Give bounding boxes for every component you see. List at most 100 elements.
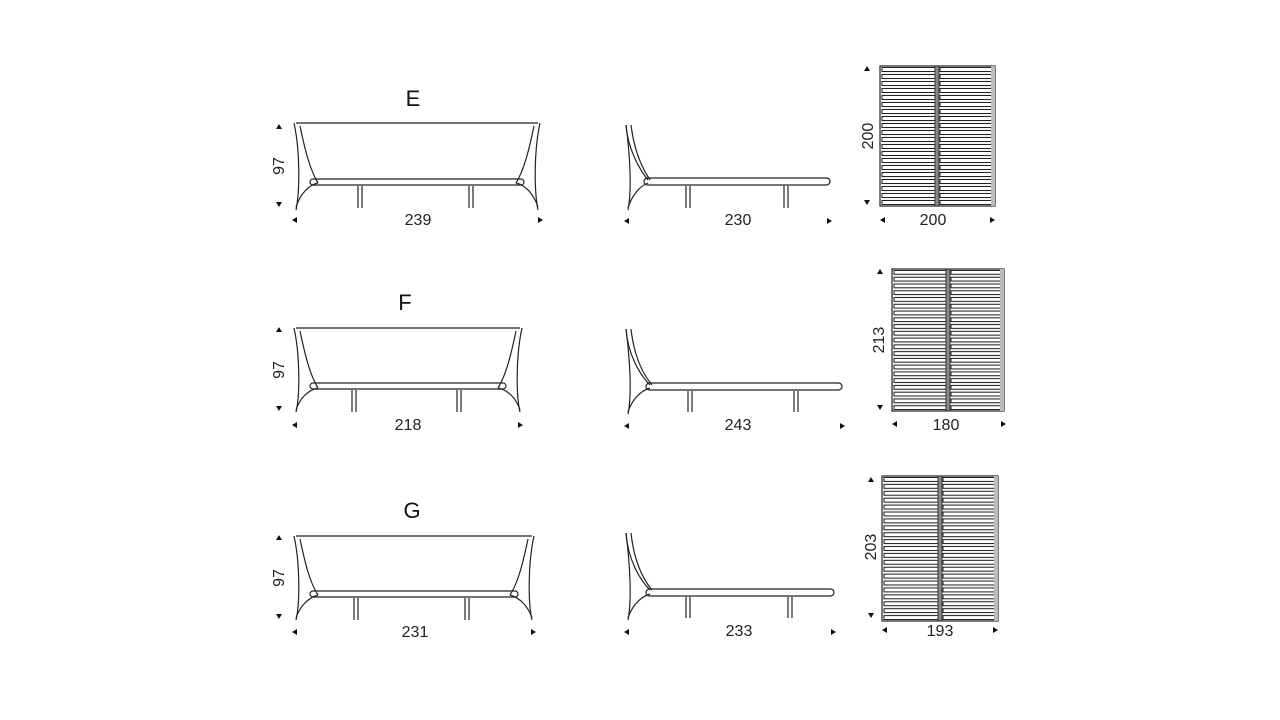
height-label-e: 97 [271,157,288,175]
side-view-e [625,124,831,211]
slat [950,310,1003,316]
slat [939,165,994,170]
slat [883,483,939,489]
slat [950,270,1003,275]
slat [939,81,994,86]
model-letter-g: G [403,498,420,523]
slat [942,601,997,607]
slat-width-label-f: 180 [933,417,960,434]
slat [942,573,997,579]
slat-height-label-e: 200 [860,123,877,150]
slat [939,151,994,156]
slat [939,116,994,121]
slat [893,303,947,309]
slat [893,371,947,377]
slat [893,317,947,323]
slat-height-label-f: 213 [871,327,888,354]
slat [883,601,939,607]
slat [942,539,997,545]
slat [883,525,939,531]
slat [893,276,947,282]
slat [939,137,994,142]
slat [881,88,936,93]
slat [881,200,936,205]
slat [950,337,1003,343]
slat [942,477,997,482]
slat [883,573,939,579]
slat [950,351,1003,356]
slat [939,67,994,72]
slat [939,95,994,100]
slat [939,102,994,107]
slat [883,504,939,510]
slat [942,532,997,538]
slat-base-g [881,475,999,622]
front-width-label-f: 218 [395,417,422,434]
slat [942,490,997,496]
slat [881,172,936,177]
slat [883,552,939,558]
slat [883,497,939,503]
front-view-f [293,327,523,413]
slat [893,344,947,350]
slat [950,344,1003,350]
slat [942,615,997,620]
slat [883,518,939,524]
slat-center-rail [937,475,943,622]
front-view-g [293,535,535,621]
slat [939,158,994,163]
side-length-label-g: 233 [726,623,753,640]
slat [942,559,997,565]
slat [893,310,947,316]
slat [893,398,947,404]
slat [881,179,936,184]
slat [893,378,947,383]
slat [939,74,994,79]
slat [881,102,936,107]
slat [883,608,939,614]
slat [942,587,997,593]
slat [942,483,997,489]
slat [883,490,939,496]
slat [893,405,947,411]
slat [950,384,1003,390]
slat [893,283,947,289]
slat [883,477,939,482]
slat [950,405,1003,411]
slat-center-rail [945,268,951,412]
height-label-f: 97 [271,361,288,379]
side-view-f [625,328,843,415]
slat [883,580,939,586]
slat-width-label-e: 200 [920,212,947,229]
slat [950,317,1003,323]
slat [893,351,947,356]
slat [881,81,936,86]
slat [939,200,994,205]
slat [893,297,947,302]
slat [950,283,1003,289]
slat [881,123,936,128]
bed-row-f: F 97 218 [271,268,1006,434]
slat [939,193,994,198]
slat [950,303,1003,309]
slat [893,364,947,370]
slat [893,324,947,329]
slat [893,290,947,296]
slat [881,130,936,135]
slat [939,186,994,191]
side-view-g [625,532,835,621]
slat [939,88,994,93]
slat [883,539,939,545]
bed-row-g: G 97 231 [271,475,999,641]
slat [950,391,1003,397]
slat [942,608,997,614]
slat [881,186,936,191]
slat-base-f [891,268,1005,412]
side-length-label-f: 243 [725,417,752,434]
slat [939,179,994,184]
slat [942,511,997,517]
slat [939,109,994,114]
slat [950,357,1003,363]
slat-base-e [879,65,996,207]
